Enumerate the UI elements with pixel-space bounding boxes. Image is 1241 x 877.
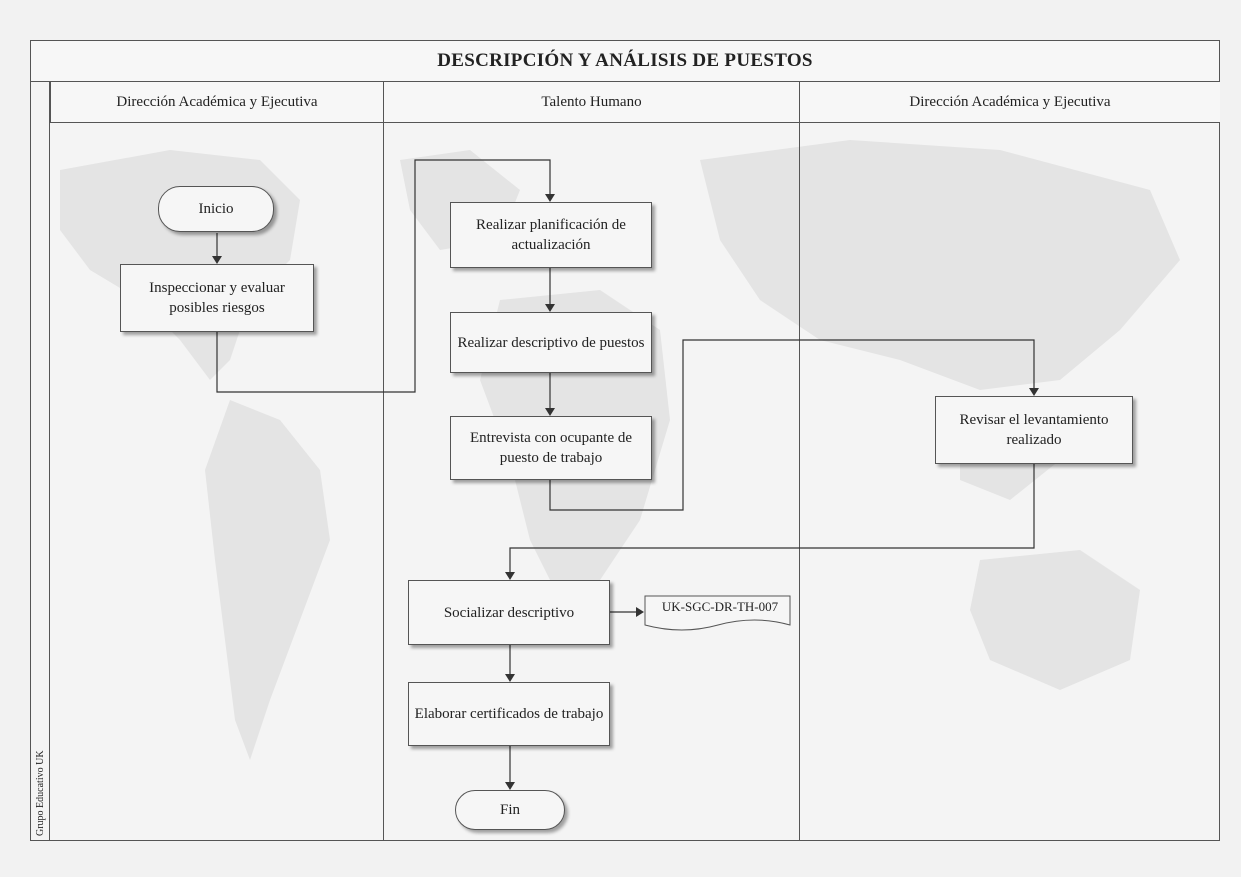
lane-header-direccion-2: Dirección Académica y Ejecutiva (799, 82, 1220, 123)
document-shape (644, 595, 791, 631)
lane-header-talento-humano: Talento Humano (383, 82, 799, 123)
process-descriptivo: Realizar descriptivo de puestos (450, 312, 652, 373)
document-code: UK-SGC-DR-TH-007 (661, 599, 779, 614)
lane-separator (799, 123, 800, 841)
process-revisar: Revisar el levantamiento realizado (935, 396, 1133, 464)
lane-header-direccion-1: Dirección Académica y Ejecutiva (50, 82, 383, 123)
process-inspeccionar: Inspeccionar y evaluar posibles riesgos (120, 264, 314, 332)
process-socializar: Socializar descriptivo (408, 580, 610, 645)
pool-strip (30, 82, 50, 841)
process-entrevista: Entrevista con ocupante de puesto de tra… (450, 416, 652, 480)
process-planificacion: Realizar planificación de actualización (450, 202, 652, 268)
lane-separator (383, 123, 384, 841)
diagram-title: DESCRIPCIÓN Y ANÁLISIS DE PUESTOS (30, 40, 1220, 82)
process-certificados: Elaborar certificados de trabajo (408, 682, 610, 746)
start-terminator: Inicio (158, 186, 274, 232)
end-terminator: Fin (455, 790, 565, 830)
